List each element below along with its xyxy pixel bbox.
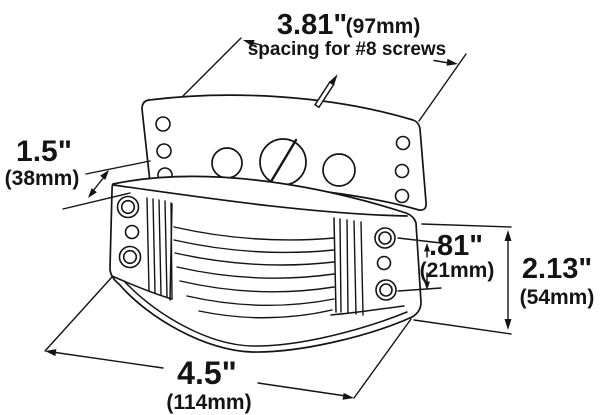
arrow-shaft: [433, 59, 450, 64]
bracket-center-holes: [211, 138, 356, 187]
screw-tip: [329, 74, 338, 85]
bracket-hole: [155, 116, 171, 132]
arrowhead: [243, 40, 255, 47]
bracket-large-hole: [322, 153, 356, 187]
bracket-hole: [156, 143, 172, 159]
dim-metric-text: (21mm): [420, 259, 495, 282]
dim-height: 2.13" (54mm): [413, 223, 595, 335]
extension-line: [397, 237, 442, 244]
arrow-shaft: [51, 351, 164, 369]
extension-line: [44, 276, 113, 352]
extension-line: [181, 37, 242, 98]
arrowhead: [342, 392, 354, 400]
screw-hole-inner: [120, 199, 136, 215]
arrowhead: [424, 281, 430, 290]
dim-note-text: spacing for #8 screws: [248, 39, 447, 60]
dim-value-text: 4.5": [177, 355, 237, 391]
arrow-shaft: [257, 382, 347, 397]
dim-width: 4.5" (114mm): [44, 276, 412, 414]
lens-rib-lines: [173, 226, 335, 319]
dim-value-text: 2.13": [522, 253, 592, 285]
extension-line: [418, 53, 467, 122]
dim-value-text: 3.81": [277, 9, 347, 41]
dim-hole-spacing: .81" (21mm): [397, 230, 495, 292]
extension-line: [85, 160, 151, 175]
arrowhead: [424, 243, 430, 252]
arrowhead: [88, 188, 97, 198]
extension-line: [62, 192, 131, 210]
bracket-hole: [394, 188, 410, 204]
bracket-large-hole: [211, 147, 243, 179]
arrowhead: [504, 230, 512, 241]
dim-value-text: 1.5": [16, 135, 72, 168]
arrowhead: [446, 58, 458, 66]
extension-line: [353, 318, 412, 399]
extension-line: [421, 223, 512, 228]
screw-hole-inner: [122, 249, 138, 265]
screw: [314, 74, 338, 109]
arrow-shaft: [92, 176, 105, 192]
bracket-hole: [394, 163, 410, 179]
right-rib-lines: [339, 218, 364, 316]
screw-hole-inner: [378, 231, 392, 245]
housing-top-front-edge: [112, 184, 408, 217]
dim-value-text: .81": [429, 230, 483, 262]
dim-metric-text: (97mm): [346, 15, 421, 38]
small-hole: [376, 255, 392, 271]
lens-side-edges: [169, 203, 337, 313]
screw-slot: [267, 138, 298, 187]
screw-hole-inner: [379, 283, 393, 297]
dim-metric-text: (114mm): [166, 391, 251, 414]
left-rib-lines: [146, 197, 173, 300]
small-hole: [124, 224, 140, 240]
dim-depth: 1.5" (38mm): [5, 135, 151, 210]
left-endcap-holes: [116, 195, 142, 269]
extension-line: [413, 319, 512, 335]
right-endcap-holes: [374, 227, 397, 301]
dim-metric-text: (38mm): [5, 167, 80, 190]
extension-line: [397, 287, 442, 292]
dim-screw-spacing: 3.81" (97mm) spacing for #8 screws: [181, 9, 467, 122]
lamp-housing: [109, 175, 422, 353]
dim-metric-text: (54mm): [520, 286, 595, 309]
arrowhead: [45, 349, 57, 357]
arrowhead: [504, 319, 512, 330]
bracket-hole: [395, 135, 411, 151]
arrowhead: [100, 170, 109, 180]
